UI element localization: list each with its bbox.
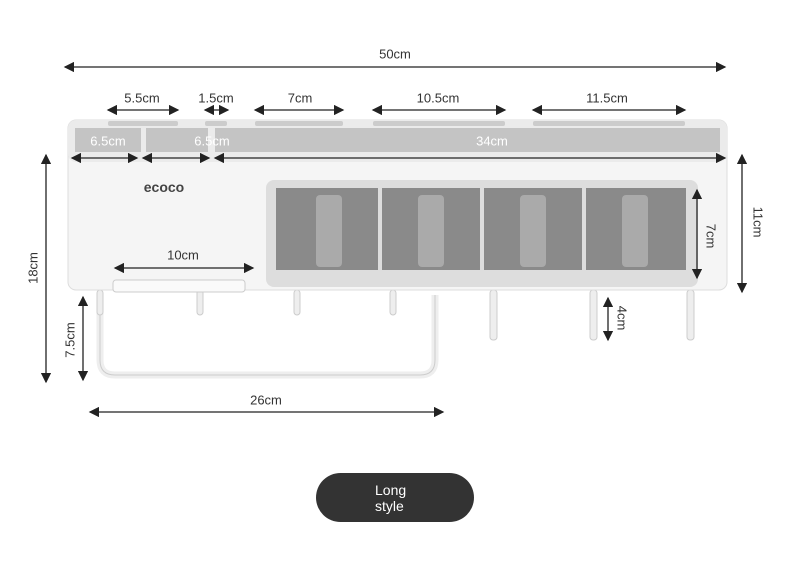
hooks	[96, 289, 695, 341]
towel-bar-width-label: 26cm	[250, 392, 282, 408]
compartment	[215, 128, 720, 152]
slot-width-label: 7cm	[287, 90, 313, 106]
towel-bar	[96, 295, 439, 379]
compartment-width-label: 6.5cm	[194, 133, 230, 149]
slot-width-label: 1.5cm	[198, 90, 234, 106]
compartment-width-label: 6.5cm	[90, 133, 126, 149]
total-height-label: 18cm	[25, 252, 41, 284]
style-option-button[interactable]: Long style	[316, 473, 474, 522]
total-width-label: 50cm	[379, 46, 411, 62]
brand-logo: ecoco	[143, 179, 185, 195]
drawers	[276, 188, 686, 270]
towel-bar-drop-label: 7.5cm	[62, 322, 78, 358]
hook-length-label: 4cm	[614, 305, 630, 331]
slot-width-label: 10cm	[167, 247, 199, 263]
compartment	[75, 128, 141, 152]
dimension-arrows	[40, 61, 748, 418]
drawer-height-label: 7cm	[703, 223, 719, 249]
slot-width-label: 11.5cm	[586, 90, 628, 106]
compartment	[146, 128, 208, 152]
body-height-label: 11cm	[750, 206, 766, 238]
slot-width-label: 10.5cm	[416, 90, 460, 106]
slot-width-label: 5.5cm	[124, 90, 160, 106]
compartment-width-label: 34cm	[476, 133, 508, 149]
style-option-label: Long style	[375, 481, 407, 514]
slot	[112, 279, 246, 293]
